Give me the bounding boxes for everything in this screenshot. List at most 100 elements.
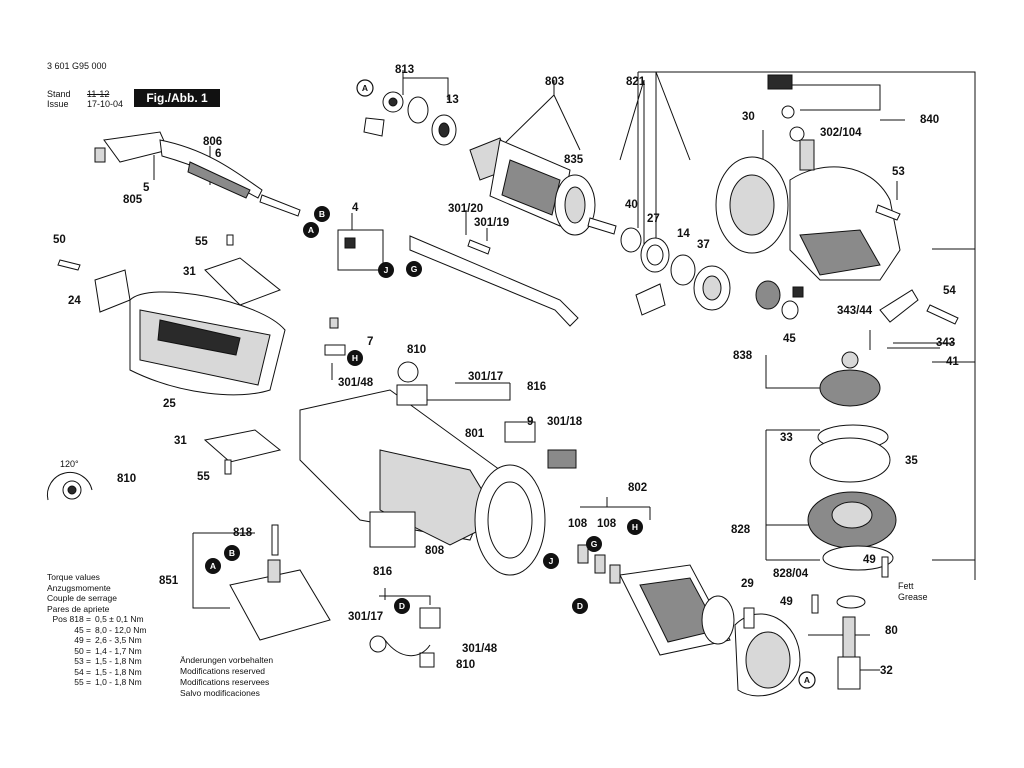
connection-marker (406, 261, 422, 277)
connection-marker (205, 558, 221, 574)
part-number-label: 9 (527, 416, 533, 428)
torque-pos: 49 = (74, 635, 91, 645)
part-number-label: 810 (456, 659, 475, 671)
torque-value: 8,0 - 12,0 Nm (95, 624, 147, 635)
guard-29 (734, 607, 801, 697)
motor-housing-801 (299, 389, 577, 576)
connection-marker-letter: H (352, 353, 358, 363)
torque-pos: 54 = (74, 666, 91, 677)
part-number-label: 24 (68, 295, 81, 307)
plug-and-cable (94, 131, 301, 217)
brush-set-816 (369, 607, 441, 668)
part-number-label: 810 (117, 473, 136, 485)
part-number-label: 816 (373, 566, 392, 578)
torque-value: 0,5 ± 0,1 Nm (95, 614, 144, 624)
part-number-label: 808 (425, 545, 445, 557)
grease-en: Grease (898, 592, 928, 602)
torque-value: 1,4 - 1,7 Nm (95, 645, 142, 656)
part-number-label: 41 (946, 356, 959, 368)
part-number-label: 805 (123, 194, 143, 206)
part-number-label: 806 (203, 136, 222, 148)
torque-pos: 53 = (74, 656, 91, 666)
part-number-label: 6 (215, 148, 221, 160)
part-number-label: 31 (183, 266, 196, 278)
part-number-label: 301/18 (547, 416, 583, 428)
torque-heading-line: Torque values (47, 572, 100, 582)
change-notice-line: Modifications reservees (180, 677, 270, 687)
stand-label: Stand (47, 89, 71, 99)
bearing-flange-828 (807, 424, 897, 690)
pinion-and-gear (755, 280, 881, 407)
part-number-label: 33 (780, 432, 793, 444)
rings-40-27-14-37 (620, 227, 731, 316)
part-number-label: 80 (885, 625, 898, 637)
part-number-label: 5 (143, 182, 150, 194)
lock-lever-343 (879, 289, 959, 325)
connection-marker-letter: B (229, 548, 235, 558)
part-number-label: 301/20 (448, 203, 483, 215)
part-number-label: 828 (731, 524, 751, 536)
part-number-label: 49 (863, 554, 876, 566)
part-number-label: 840 (920, 114, 939, 126)
torque-heading-line: Couple de serrage (47, 593, 117, 603)
part-number-label: 30 (742, 111, 755, 123)
connection-marker (586, 536, 602, 552)
torque-value: 1,5 - 1,8 Nm (95, 666, 142, 677)
part-number-label: 838 (733, 350, 753, 362)
part-number-label: 4 (352, 202, 359, 214)
part-number-label: 40 (625, 199, 638, 211)
part-number-label: 54 (943, 285, 956, 297)
grease-de: Fett (898, 581, 914, 591)
issue-value: 17-10-04 (87, 99, 124, 109)
part-number-label: 55 (197, 471, 210, 483)
torque-heading-line: Anzugsmomente (47, 582, 111, 593)
part-number-label: 301/48 (338, 377, 374, 389)
connection-marker (572, 598, 588, 614)
part-number-label: 851 (159, 575, 179, 587)
torque-value: 2,6 - 3,5 Nm (95, 635, 142, 645)
part-number-label: 53 (892, 166, 905, 178)
figure-label: Fig./Abb. 1 (134, 89, 220, 107)
torque-pos: 55 = (74, 677, 91, 687)
part-number-label: 120° (60, 459, 79, 469)
connection-marker (798, 671, 816, 689)
part-number-label: 108 (568, 518, 588, 530)
bearing-set-813 (363, 91, 457, 146)
connection-marker (303, 222, 319, 238)
stand-value: 11-12 (87, 89, 110, 99)
part-number-label: 35 (905, 455, 918, 467)
part-number-label: 835 (564, 154, 584, 166)
part-number-label: 818 (233, 527, 253, 539)
connection-marker (224, 545, 240, 561)
torque-pos: 45 = (74, 624, 91, 635)
part-number-label: 828/04 (773, 568, 809, 580)
part-number-label: 802 (628, 482, 647, 494)
switch-parts (324, 229, 579, 406)
part-number-label: 32 (880, 665, 893, 677)
part-number-label: 301/48 (462, 643, 498, 655)
part-number-label: 55 (195, 236, 208, 248)
torque-value: 1,5 - 1,8 Nm (95, 656, 142, 666)
torque-pos: 50 = (74, 645, 91, 656)
part-number-label: 31 (174, 435, 187, 447)
connection-marker (378, 262, 394, 278)
part-number-label: 301/17 (468, 371, 503, 383)
connection-marker (627, 519, 643, 535)
armature-803 (469, 137, 617, 236)
part-number-label: 801 (465, 428, 485, 440)
handle-housing-25 (57, 234, 286, 475)
part-number-label: 7 (367, 336, 373, 348)
torque-value: 1,0 - 1,8 Nm (95, 677, 142, 687)
change-notice-line: Änderungen vorbehalten (180, 655, 274, 665)
connection-marker (394, 598, 410, 614)
change-notice-line: Modifications reserved (180, 666, 266, 676)
doc-number: 3 601 G95 000 (47, 61, 107, 71)
connection-marker-letter: A (804, 675, 810, 685)
connection-marker-letter: G (411, 264, 418, 274)
part-number-label: 816 (527, 381, 546, 393)
part-number-label: 813 (395, 64, 414, 76)
part-number-label: 27 (647, 213, 660, 225)
connection-marker (314, 206, 330, 222)
